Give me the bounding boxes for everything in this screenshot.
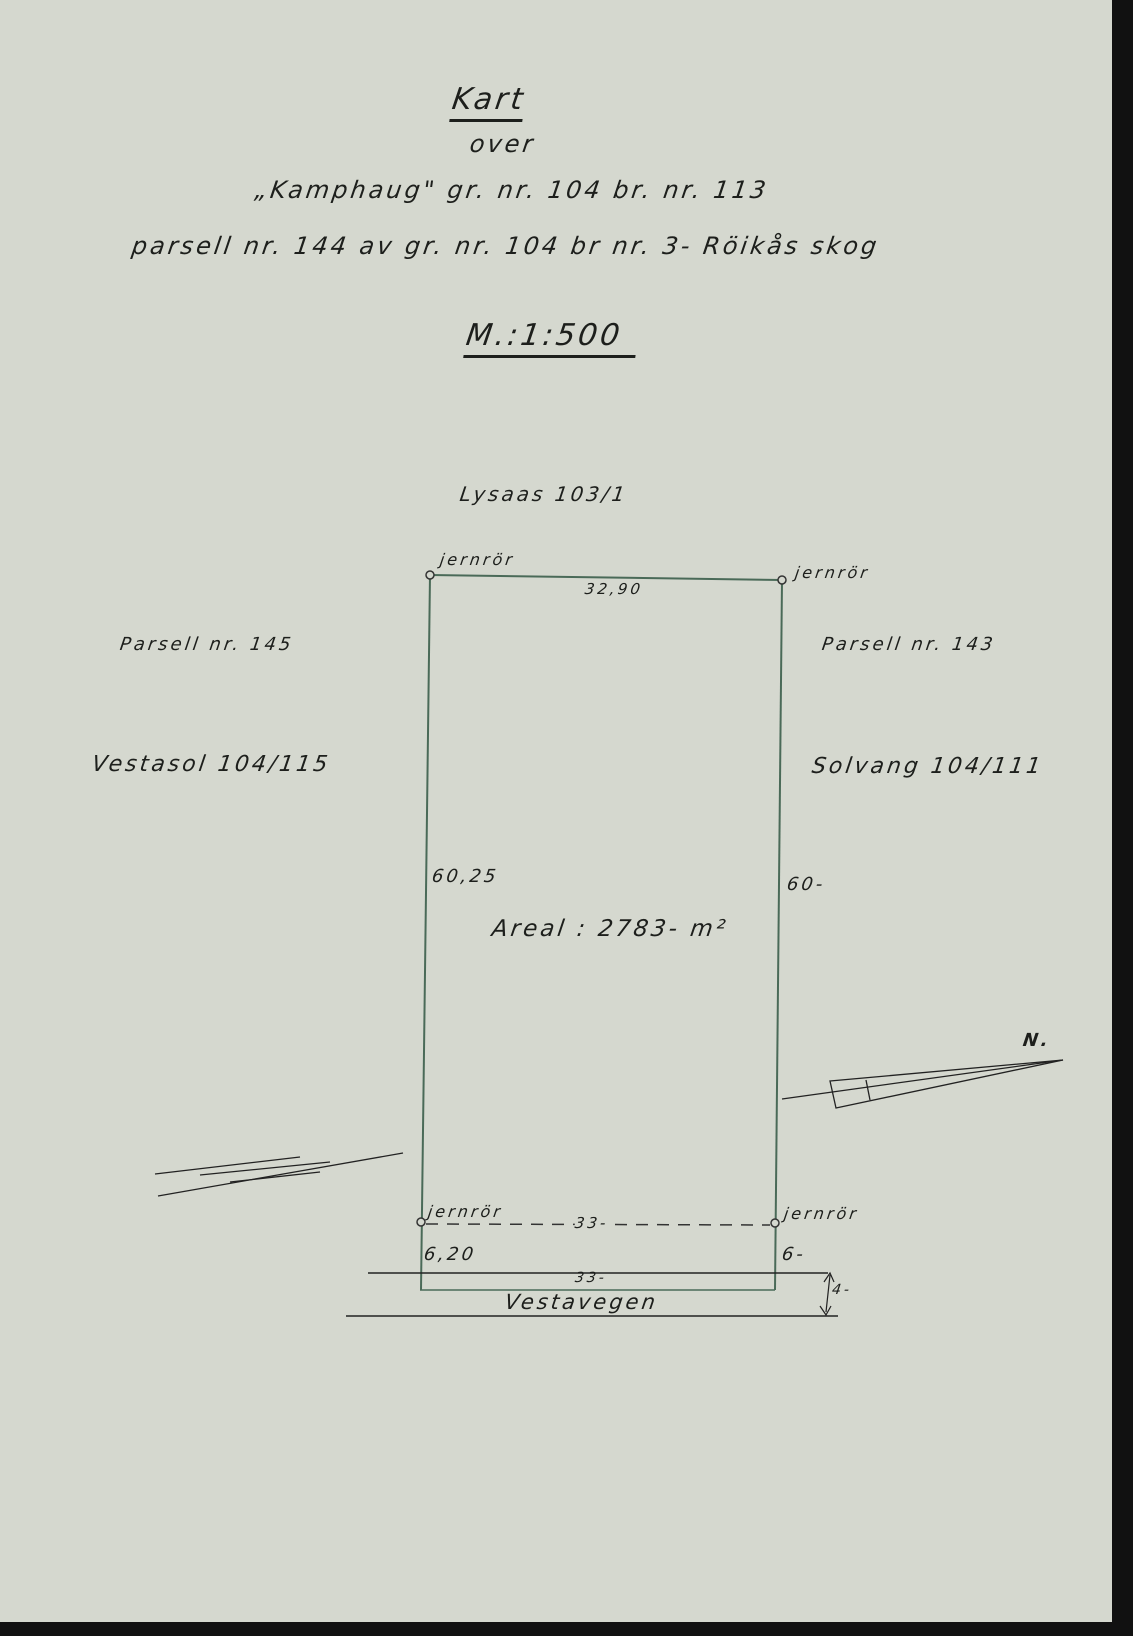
west-parcel-label: Parsell nr. 145	[118, 634, 295, 655]
dim-road-edge: 33-	[573, 1270, 608, 1286]
marker-label-bottom-right: jernrör	[782, 1204, 861, 1223]
road-label: Vestavegen	[503, 1290, 660, 1314]
dim-left: 60,25	[430, 866, 501, 887]
parcel-line: parsell nr. 144 av gr. nr. 104 br nr. 3-…	[130, 232, 882, 260]
marker-label-bottom-left: jernrör	[426, 1202, 505, 1221]
map-title: Kart	[449, 82, 528, 122]
road-width-arrow	[819, 1271, 835, 1317]
marker-top-right	[777, 575, 787, 585]
boundary-left	[420, 574, 431, 1291]
west-owner-label: Vestasol 104/115	[90, 752, 333, 777]
dim-road-width: 4-	[830, 1282, 854, 1298]
boundary-top	[429, 574, 783, 581]
dim-bottom: 33-	[573, 1214, 610, 1232]
boundary-right	[774, 579, 783, 1291]
area-label: Areal : 2783- m²	[490, 916, 730, 942]
marker-top-left	[425, 570, 435, 580]
east-parcel-label: Parsell nr. 143	[820, 634, 997, 655]
marker-bottom-left	[416, 1217, 426, 1227]
compass-label: N.	[1021, 1030, 1053, 1051]
marker-label-top-right: jernrör	[793, 563, 872, 582]
dim-left-ext: 6,20	[422, 1244, 478, 1265]
map-sheet: Kart over „Kamphaug" gr. nr. 104 br. nr.…	[0, 0, 1112, 1622]
property-line: „Kamphaug" gr. nr. 104 br. nr. 113	[253, 176, 771, 204]
dim-top: 32,90	[583, 580, 645, 598]
north-arrow-icon	[781, 1059, 1064, 1109]
east-owner-label: Solvang 104/111	[810, 754, 1046, 779]
north-neighbor-label: Lysaas 103/1	[458, 482, 630, 506]
dim-right: 60-	[785, 874, 827, 895]
scale-label: M.:1:500	[463, 318, 641, 358]
plot-drawing	[154, 570, 1064, 1317]
hatch-marks	[154, 1152, 404, 1197]
marker-bottom-right	[770, 1218, 780, 1228]
dim-right-ext: 6-	[780, 1244, 808, 1265]
marker-label-top-left: jernrör	[438, 550, 517, 569]
map-subtitle: over	[468, 130, 538, 158]
